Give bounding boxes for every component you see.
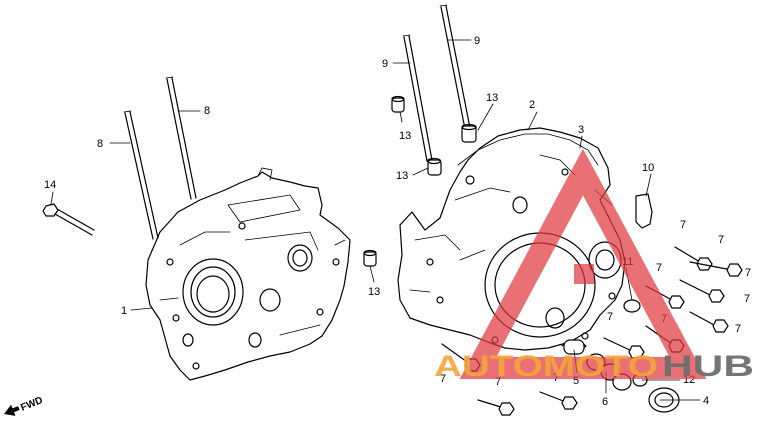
callout-7a: 7 xyxy=(680,219,686,231)
callout-3: 3 xyxy=(578,124,584,136)
callout-1: 1 xyxy=(121,305,127,317)
callout-9a: 9 xyxy=(474,35,480,47)
watermark-text-orange: AUTOMOTO xyxy=(434,350,658,383)
callout-13a: 13 xyxy=(486,92,498,104)
fwd-arrow-icon xyxy=(4,404,20,416)
callout-8b: 8 xyxy=(204,105,210,117)
leader-lines xyxy=(50,39,701,401)
callout-7c: 7 xyxy=(744,293,750,305)
fwd-arrow: FWD xyxy=(4,395,44,416)
callout-9b: 9 xyxy=(382,58,388,70)
callout-8a: 8 xyxy=(97,138,103,150)
callout-7j: 7 xyxy=(495,376,501,388)
callout-13d: 13 xyxy=(368,286,380,298)
watermark-text-gray: HUB xyxy=(662,350,754,383)
callout-6: 6 xyxy=(602,396,608,408)
callout-7e: 7 xyxy=(735,323,741,335)
callout-7b: 7 xyxy=(718,234,724,246)
stud-bolts xyxy=(123,4,471,240)
callout-7g: 7 xyxy=(607,311,613,323)
bolt-14 xyxy=(42,203,95,236)
callout-2: 2 xyxy=(529,99,535,111)
dowel-pins xyxy=(363,95,477,267)
watermark-triangle-icon xyxy=(459,148,707,379)
callout-10: 10 xyxy=(642,162,654,174)
callout-7h: 7 xyxy=(745,267,751,279)
callout-7d: 7 xyxy=(656,262,662,274)
watermark-dot xyxy=(574,264,594,284)
fwd-label: FWD xyxy=(19,395,44,414)
callout-7k: 7 xyxy=(440,373,446,385)
callout-5: 5 xyxy=(573,375,579,387)
callout-14: 14 xyxy=(44,179,56,191)
automotohub-watermark: AUTOMOTO HUB xyxy=(434,148,754,383)
callout-4: 4 xyxy=(703,395,709,407)
callout-13b: 13 xyxy=(399,130,411,142)
callout-13c: 13 xyxy=(396,170,408,182)
left-crankcase-half xyxy=(145,167,351,381)
